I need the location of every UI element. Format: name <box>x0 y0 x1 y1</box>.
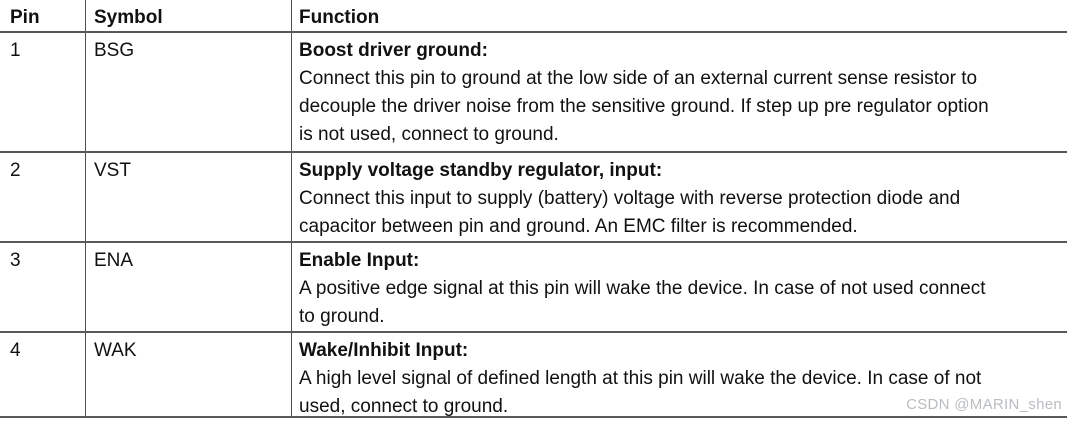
pin-function-cell: Supply voltage standby regulator, input:… <box>291 153 1067 241</box>
column-header-pin: Pin <box>10 7 40 28</box>
column-header-function: Function <box>291 0 1067 31</box>
pin-symbol: WAK <box>85 333 291 416</box>
pin-function-table: Pin Symbol Function 1 BSG Boost driver g… <box>0 0 1067 418</box>
function-description: A positive edge signal at this pin will … <box>299 278 986 327</box>
pin-number: 2 <box>10 160 21 181</box>
function-title: Enable Input: <box>299 250 420 271</box>
pin-function-cell: Wake/Inhibit Input: A high level signal … <box>291 333 1067 417</box>
csdn-watermark: CSDN @MARIN_shen <box>906 396 1062 413</box>
pin-number: 3 <box>10 250 21 271</box>
table-header-row: Pin Symbol Function <box>0 0 1067 33</box>
pin-symbol: VST <box>85 153 291 241</box>
pin-function-cell: Boost driver ground: Connect this pin to… <box>291 33 1067 151</box>
function-title: Supply voltage standby regulator, input: <box>299 160 663 181</box>
table-row-pin-4: 4 WAK Wake/Inhibit Input: A high level s… <box>0 333 1067 418</box>
pin-symbol: BSG <box>85 33 291 151</box>
pin-function-cell: Enable Input: A positive edge signal at … <box>291 243 1067 331</box>
function-title: Boost driver ground: <box>299 40 488 61</box>
table-row-pin-1: 1 BSG Boost driver ground: Connect this … <box>0 33 1067 153</box>
pin-number: 1 <box>10 40 21 61</box>
function-description: Connect this input to supply (battery) v… <box>299 188 961 237</box>
function-description: Connect this pin to ground at the low si… <box>299 68 989 145</box>
table-row-pin-3: 3 ENA Enable Input: A positive edge sign… <box>0 243 1067 333</box>
function-description: A high level signal of defined length at… <box>299 368 982 417</box>
pin-number: 4 <box>10 340 21 361</box>
table-row-pin-2: 2 VST Supply voltage standby regulator, … <box>0 153 1067 243</box>
column-header-symbol: Symbol <box>85 0 291 31</box>
pin-symbol: ENA <box>85 243 291 331</box>
function-title: Wake/Inhibit Input: <box>299 340 469 361</box>
